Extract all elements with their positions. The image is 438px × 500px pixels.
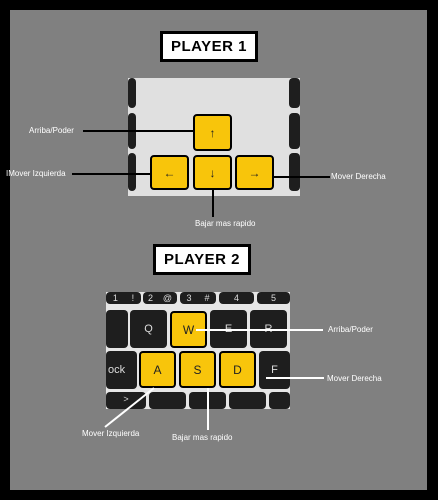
p1-down-line — [212, 190, 214, 217]
p1-up-line — [83, 130, 193, 132]
p1-up-key: ↑ — [193, 114, 232, 151]
p1-right-label: Mover Derecha — [331, 172, 386, 181]
p2-w-label: Arriba/Poder — [328, 325, 373, 334]
p2-bottom-key — [229, 392, 266, 409]
p2-z-key: > — [106, 392, 146, 409]
p2-a-key: A — [139, 351, 176, 388]
p2-number-key: 4 — [219, 292, 254, 304]
p1-edge-key — [289, 78, 300, 108]
p1-left-key: ← — [150, 155, 189, 190]
p2-f-key: F — [259, 351, 290, 389]
p1-edge-key — [128, 153, 136, 191]
player2-title: PLAYER 2 — [153, 244, 251, 275]
p2-number-key: 3# — [180, 292, 216, 304]
player1-title: PLAYER 1 — [160, 31, 258, 62]
p2-bottom-key — [149, 392, 186, 409]
p2-number-key: 1! — [106, 292, 141, 304]
p2-a-line — [104, 387, 155, 428]
p1-left-label: IMover Izquierda — [6, 169, 66, 178]
p1-edge-key — [289, 153, 300, 191]
p2-s-key: S — [179, 351, 216, 388]
p2-d-line — [266, 377, 324, 379]
p2-lock-key: ock — [106, 351, 137, 389]
p1-right-key: → — [235, 155, 274, 190]
p1-left-line — [72, 173, 150, 175]
p2-s-line — [207, 388, 209, 430]
p1-right-line — [274, 176, 330, 178]
p2-q-key: Q — [130, 310, 167, 348]
p2-d-label: Mover Derecha — [327, 374, 382, 383]
p2-s-label: Bajar mas rapido — [172, 433, 233, 442]
p1-edge-key — [128, 78, 136, 108]
p2-a-label: Mover Izquierda — [82, 429, 140, 438]
p2-bottom-key — [269, 392, 290, 409]
p2-number-key: 5 — [257, 292, 290, 304]
p2-edge-key — [106, 310, 128, 348]
p1-down-key: ↓ — [193, 155, 232, 190]
p1-down-label: Bajar mas rapido — [195, 219, 256, 228]
p2-w-line — [196, 329, 323, 331]
p2-d-key: D — [219, 351, 256, 388]
p1-edge-key — [289, 113, 300, 149]
p2-number-key: 2@ — [143, 292, 177, 304]
p1-up-label: Arriba/Poder — [29, 126, 74, 135]
